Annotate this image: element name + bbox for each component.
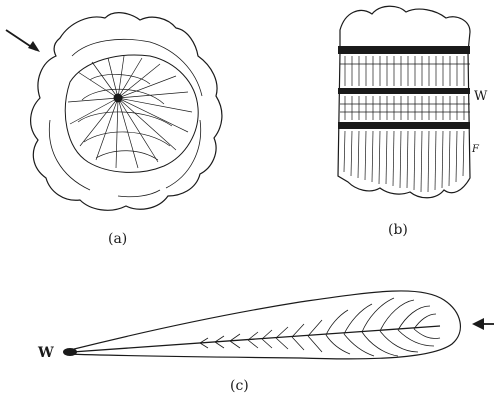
label-c-weld: W xyxy=(37,345,54,361)
caption-b: (b) xyxy=(388,222,408,238)
spine-c xyxy=(72,326,440,352)
origin-dot-a xyxy=(114,94,123,103)
panel-a xyxy=(6,13,222,211)
panel-b xyxy=(338,6,470,198)
label-b-fracture: F xyxy=(471,144,480,155)
band-top xyxy=(338,46,470,54)
weld-blob-c xyxy=(63,348,77,356)
arrow-c-icon xyxy=(472,318,494,330)
fracture-zone-a xyxy=(65,55,198,172)
striations-a xyxy=(68,56,192,168)
caption-c: (c) xyxy=(230,378,249,394)
caption-a: (a) xyxy=(108,231,127,247)
arrow-a-icon xyxy=(6,30,40,52)
band-bottom xyxy=(338,122,470,129)
label-b-weld: W xyxy=(474,89,488,104)
panel-c xyxy=(63,291,494,359)
band-mid xyxy=(338,88,470,94)
chevrons-c xyxy=(200,298,440,356)
